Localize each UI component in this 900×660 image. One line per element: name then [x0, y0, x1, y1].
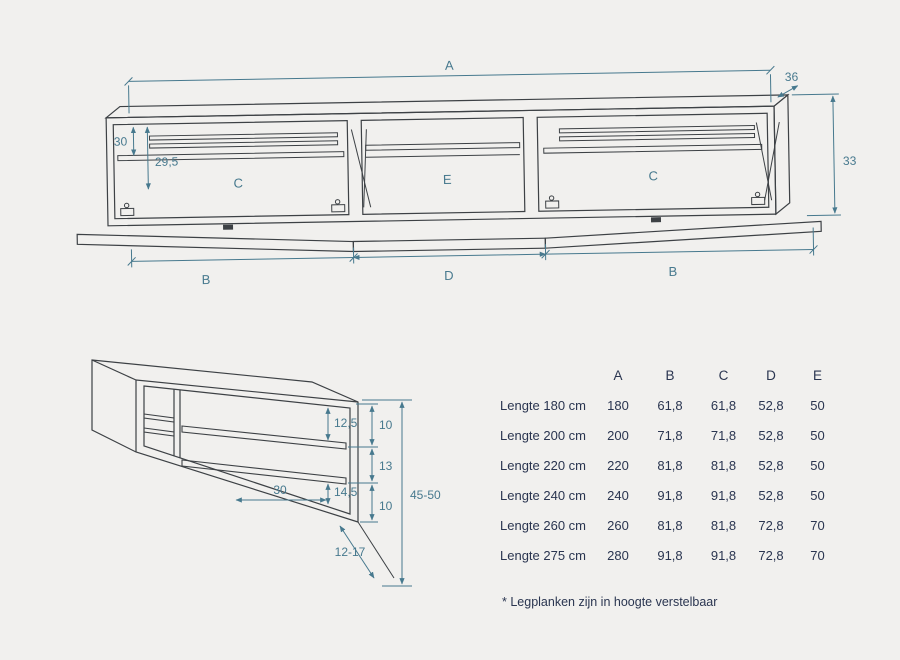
- dim-label-d: D: [444, 268, 454, 283]
- dim-label-b-left: B: [201, 272, 210, 287]
- door-hinges: [120, 191, 766, 217]
- row-label: Lengte 180 cm: [500, 397, 587, 413]
- row-label: Lengte 200 cm: [500, 427, 587, 443]
- front-view-diagram: A 36 30 29,5 C E C 33 B D B: [76, 58, 857, 287]
- col-header-b: B: [665, 367, 675, 383]
- perspective-dimension-labels: 12,5 10 13 14,5 30 10 45-50 12-17: [273, 416, 441, 559]
- table-row-240: Lengte 240 cm 240 91,8 91,8 52,8 50: [500, 480, 840, 510]
- dim-label-45-50: 45-50: [410, 488, 441, 502]
- left-compartment-shelves: [143, 413, 175, 437]
- spec-table: A B C D E Lengte 180 cm 180 61,8 61,8 52…: [500, 360, 840, 570]
- table-row-260: Lengte 260 cm 260 81,8 81,8 72,8 70: [500, 510, 840, 540]
- front-view-group: A 36 30 29,5 C E C 33 B D B: [76, 58, 857, 287]
- perspective-view-diagram: 12,5 10 13 14,5 30 10 45-50 12-17: [91, 359, 441, 587]
- cell-a: 240: [607, 487, 629, 503]
- dim-label-10-top: 10: [379, 418, 393, 432]
- table-row-180: Lengte 180 cm 180 61,8 61,8 52,8 50: [500, 390, 840, 420]
- left-compartment-shelf: [117, 132, 345, 162]
- col-header-d: D: [766, 367, 776, 383]
- table-row-275: Lengte 275 cm 280 91,8 91,8 72,8 70: [500, 540, 840, 570]
- cell-e: 50: [810, 457, 825, 473]
- adjustable-shelves: [181, 425, 347, 485]
- cell-e: 70: [810, 547, 825, 563]
- middle-compartment-shelf: [365, 142, 521, 158]
- cabinet-3d-body: [91, 359, 359, 523]
- col-header-e: E: [812, 367, 822, 383]
- dim-label-30: 30: [114, 134, 128, 148]
- dim-label-a: A: [445, 58, 454, 73]
- cell-d: 72,8: [758, 547, 784, 563]
- cell-d: 72,8: [758, 517, 784, 533]
- dimension-lines: [124, 65, 841, 268]
- table-row-200: Lengte 200 cm 200 71,8 71,8 52,8 50: [500, 420, 840, 450]
- dim-label-12-17: 12-17: [335, 545, 366, 559]
- compartment-label-e: E: [443, 172, 452, 187]
- front-dimension-labels: A 36 30 29,5 C E C 33 B D B: [114, 58, 857, 287]
- cell-e: 50: [810, 427, 825, 443]
- cell-c: 81,8: [710, 517, 737, 533]
- row-label: Lengte 260 cm: [500, 517, 587, 533]
- table-row-220: Lengte 220 cm 220 81,8 81,8 52,8 50: [500, 450, 840, 480]
- cell-b: 81,8: [657, 517, 683, 533]
- compartment-label-c-right: C: [648, 168, 658, 183]
- dim-label-29-5: 29,5: [155, 155, 179, 169]
- cell-a: 180: [607, 397, 629, 413]
- cell-b: 71,8: [657, 427, 683, 443]
- cell-c: 61,8: [710, 397, 737, 413]
- gas-struts: [350, 121, 780, 208]
- dim-label-33: 33: [843, 154, 857, 168]
- cell-e: 50: [810, 487, 825, 503]
- cell-c: 81,8: [710, 457, 737, 473]
- cell-c: 71,8: [710, 427, 737, 443]
- right-compartment-shelf: [543, 124, 763, 154]
- row-label: Lengte 220 cm: [500, 457, 587, 473]
- cell-b: 91,8: [657, 487, 683, 503]
- cell-a: 200: [607, 427, 629, 443]
- spec-table-header-row: A B C D E: [500, 360, 840, 390]
- cell-d: 52,8: [758, 427, 784, 443]
- dim-label-30-depth: 30: [273, 483, 287, 497]
- row-label: Lengte 240 cm: [500, 487, 587, 503]
- open-flap-doors: [76, 217, 822, 253]
- cell-b: 61,8: [657, 397, 683, 413]
- cell-e: 50: [810, 397, 825, 413]
- cell-a: 260: [607, 517, 629, 533]
- footnote: * Legplanken zijn in hoogte verstelbaar: [502, 595, 718, 609]
- dimension-lines: [235, 399, 412, 587]
- dim-label-b-right: B: [668, 264, 677, 279]
- row-label: Lengte 275 cm: [500, 547, 587, 563]
- cell-b: 91,8: [657, 547, 683, 563]
- cell-c: 91,8: [710, 487, 737, 503]
- col-header-a: A: [613, 367, 623, 383]
- cell-b: 81,8: [657, 457, 683, 473]
- dim-label-12-5: 12,5: [334, 416, 358, 430]
- dim-label-36: 36: [785, 70, 799, 84]
- cabinet-body: [104, 93, 791, 227]
- cell-a: 220: [607, 457, 629, 473]
- cell-a: 280: [607, 547, 629, 563]
- dim-label-13: 13: [379, 459, 393, 473]
- cell-d: 52,8: [758, 457, 784, 473]
- compartment-label-c-left: C: [233, 175, 243, 190]
- cell-c: 91,8: [710, 547, 737, 563]
- dim-label-10-bottom: 10: [379, 499, 393, 513]
- cell-d: 52,8: [758, 397, 784, 413]
- cell-e: 70: [810, 517, 825, 533]
- col-header-c: C: [718, 367, 729, 383]
- cell-d: 52,8: [758, 487, 784, 503]
- dim-label-14-5: 14,5: [334, 485, 358, 499]
